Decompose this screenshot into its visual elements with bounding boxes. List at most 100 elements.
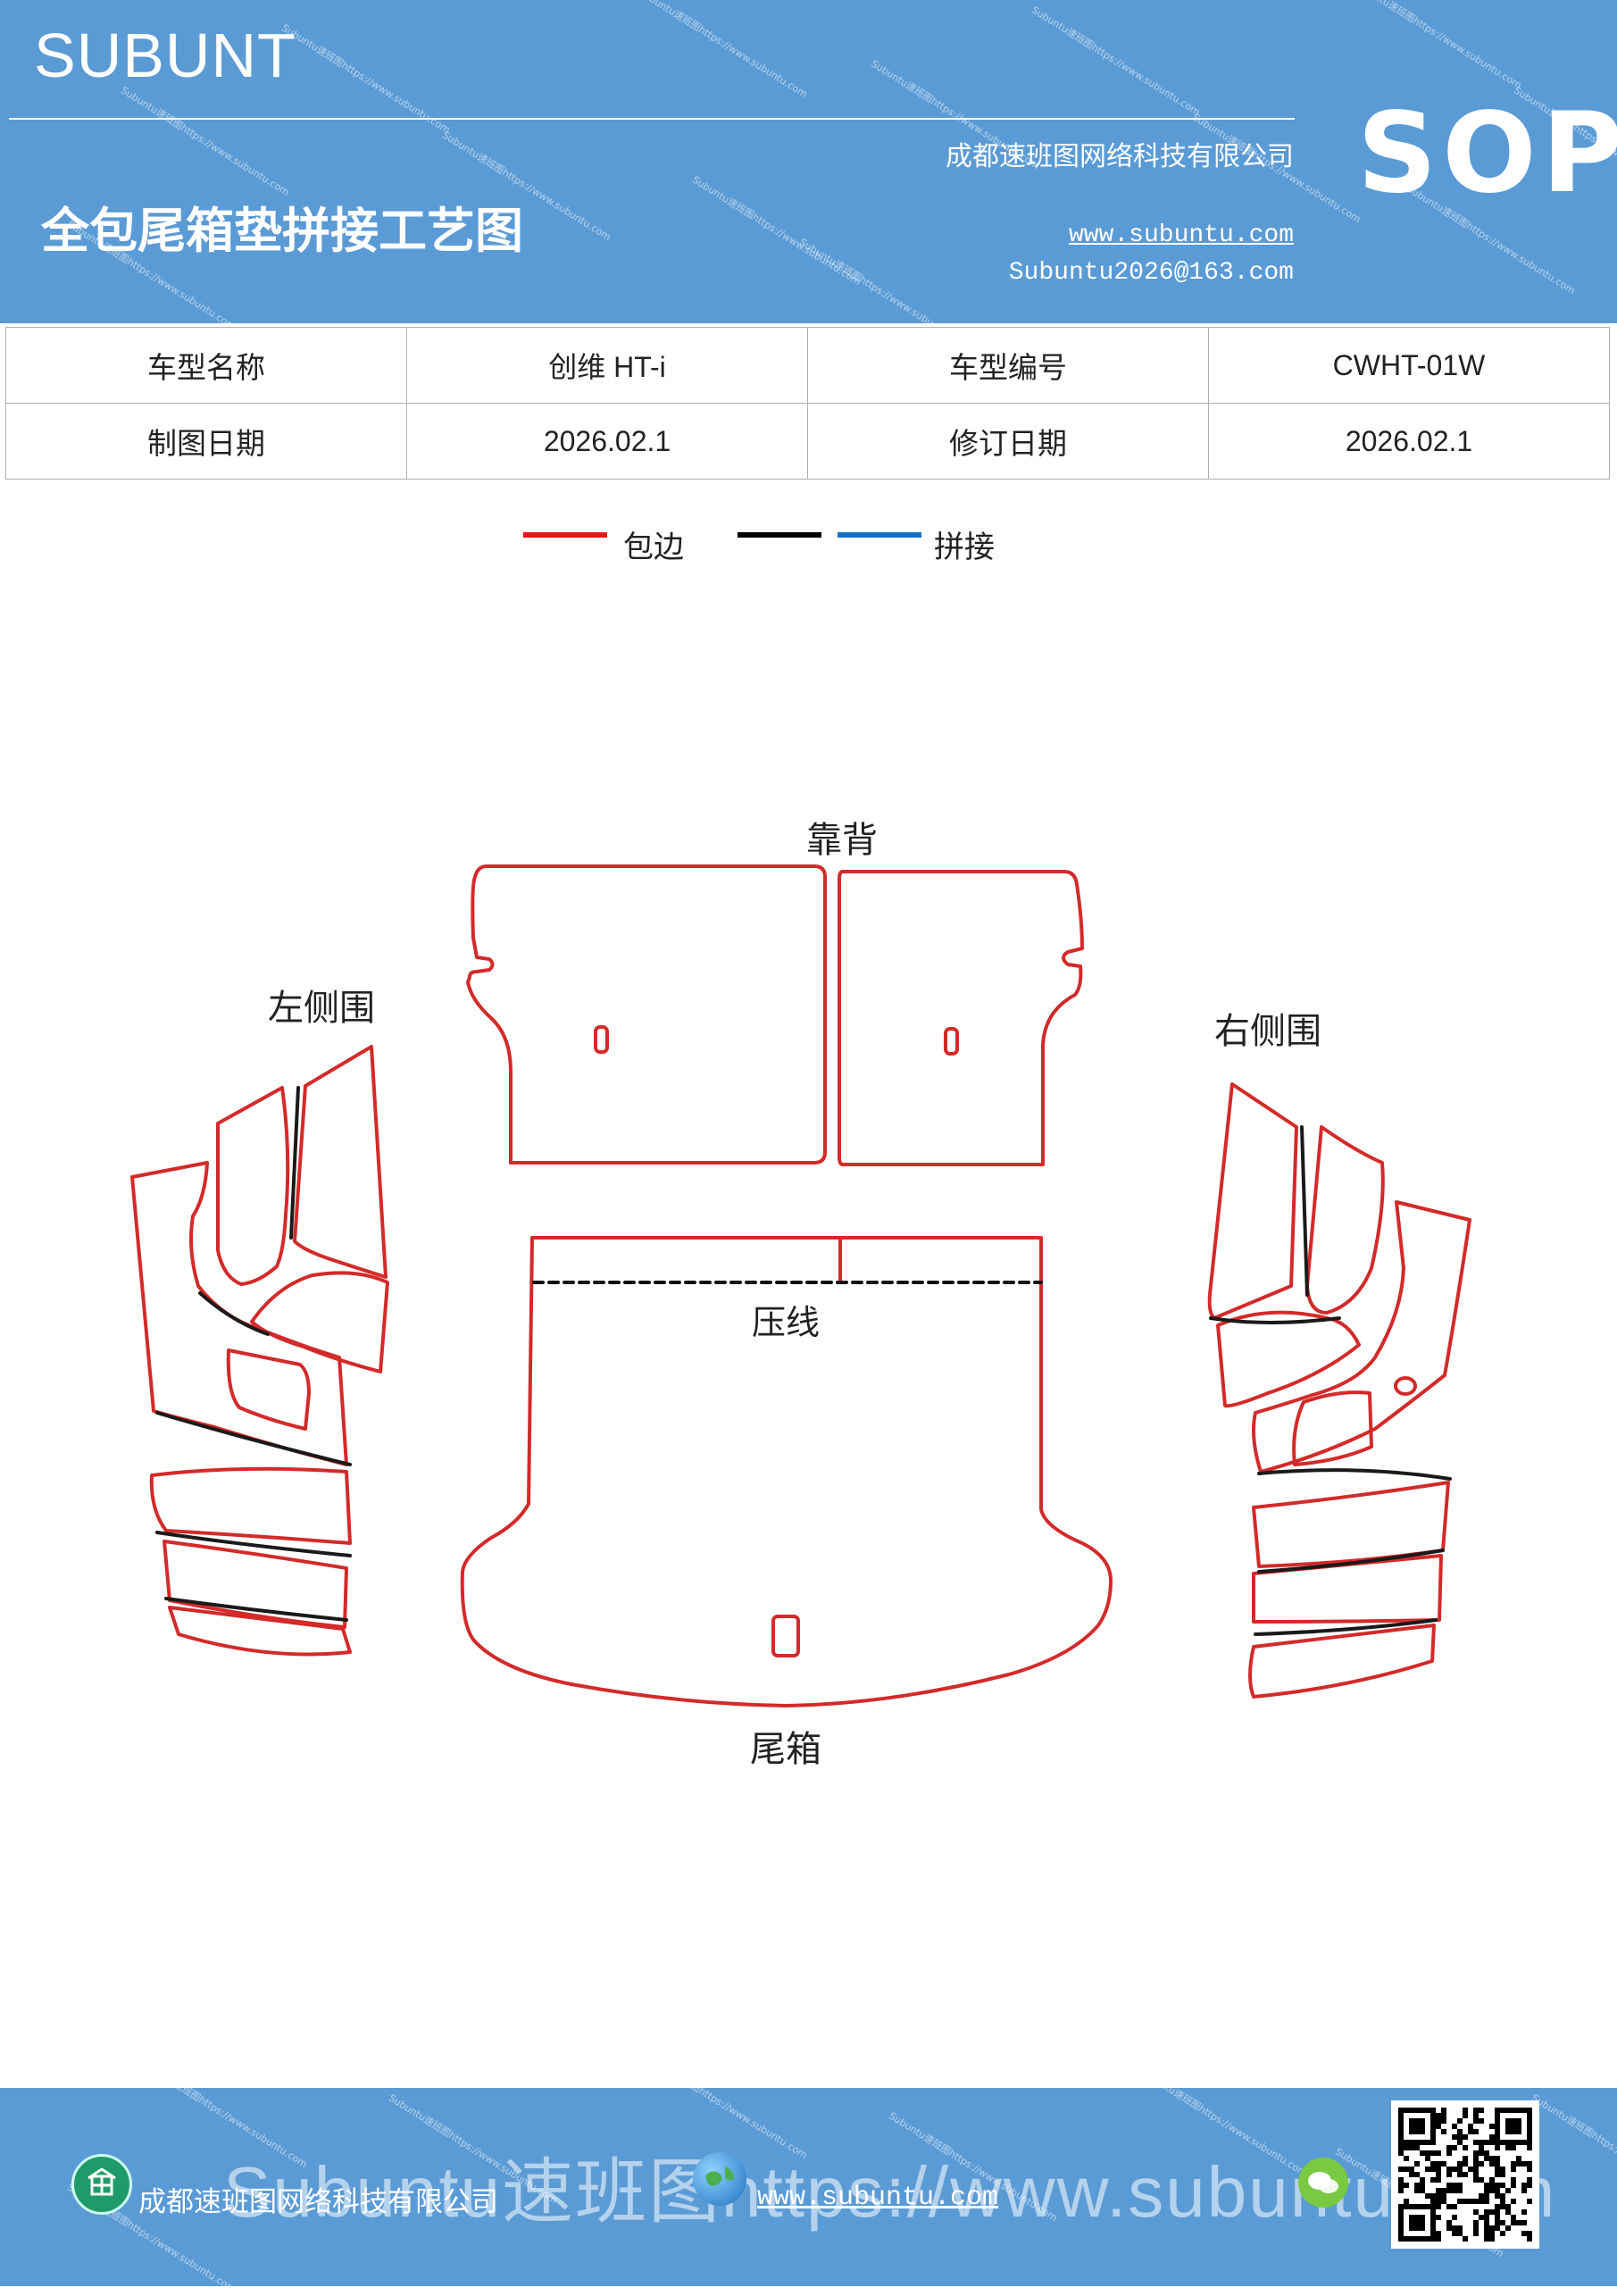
globe-icon: [693, 2152, 746, 2206]
qr-module: [1463, 2161, 1468, 2167]
qr-module: [1441, 2113, 1446, 2118]
qr-module: [1463, 2108, 1468, 2113]
qr-module: [1457, 2118, 1463, 2124]
qr-module: [1398, 2188, 1404, 2193]
qr-module: [1527, 2236, 1532, 2242]
qr-module: [1452, 2145, 1457, 2150]
qr-module: [1414, 2183, 1420, 2188]
backrest-left-slot: [594, 1025, 609, 1054]
website-link[interactable]: www.subuntu.com: [1068, 221, 1294, 249]
qr-module: [1441, 2129, 1446, 2134]
qr-module: [1420, 2140, 1425, 2145]
qr-module: [1527, 2145, 1532, 2150]
qr-module: [1463, 2113, 1468, 2118]
qr-module: [1495, 2145, 1500, 2150]
qr-module: [1500, 2183, 1505, 2188]
qr-module: [1414, 2188, 1420, 2193]
qr-module: [1500, 2199, 1505, 2204]
qr-module: [1430, 2161, 1436, 2167]
qr-module: [1398, 2108, 1404, 2113]
qr-module: [1441, 2118, 1446, 2124]
qr-module: [1457, 2167, 1463, 2172]
qr-module: [1452, 2225, 1457, 2231]
qr-module: [1479, 2215, 1484, 2220]
qr-module: [1495, 2188, 1500, 2193]
qr-module: [1495, 2209, 1500, 2215]
qr-module: [1489, 2156, 1495, 2161]
qr-module: [1430, 2167, 1436, 2172]
qr-module: [1463, 2236, 1468, 2242]
qr-module: [1398, 2177, 1404, 2183]
qr-module: [1489, 2231, 1495, 2236]
qr-module: [1425, 2236, 1430, 2242]
qr-module: [1527, 2118, 1532, 2124]
qr-module: [1495, 2134, 1500, 2140]
qr-module: [1420, 2118, 1425, 2124]
qr-module: [1521, 2220, 1527, 2225]
qr-module: [1420, 2236, 1425, 2242]
backrest-left-panel: [466, 864, 827, 1165]
qr-module: [1398, 2167, 1404, 2172]
qr-module: [1436, 2113, 1441, 2118]
qr-module: [1436, 2236, 1441, 2242]
label-right-side: 右侧围: [1214, 1011, 1321, 1052]
qr-module: [1479, 2118, 1484, 2124]
qr-module: [1473, 2220, 1479, 2225]
qr-module: [1430, 2225, 1436, 2231]
qr-module: [1495, 2172, 1500, 2177]
qr-module: [1436, 2150, 1441, 2156]
backrest-right-panel: [838, 870, 1084, 1166]
qr-module: [1484, 2150, 1489, 2156]
qr-module: [1420, 2215, 1425, 2220]
qr-module: [1505, 2108, 1511, 2113]
qr-module: [1495, 2124, 1500, 2129]
qr-module: [1414, 2236, 1420, 2242]
qr-module: [1441, 2188, 1446, 2193]
qr-module: [1463, 2172, 1468, 2177]
qr-module: [1511, 2199, 1516, 2204]
qr-module: [1484, 2140, 1489, 2145]
qr-module: [1409, 2124, 1414, 2129]
qr-module: [1430, 2113, 1436, 2118]
qr-module: [1489, 2236, 1495, 2242]
qr-module: [1436, 2167, 1441, 2172]
qr-module: [1495, 2167, 1500, 2172]
qr-module: [1452, 2204, 1457, 2209]
qr-module: [1521, 2161, 1527, 2167]
footer-website-link[interactable]: www.subuntu.com: [757, 2183, 999, 2213]
qr-module: [1457, 2188, 1463, 2193]
qr-module: [1473, 2150, 1479, 2156]
qr-module: [1457, 2199, 1463, 2204]
qr-module: [1473, 2113, 1479, 2118]
qr-module: [1489, 2225, 1495, 2231]
qr-module: [1398, 2150, 1404, 2156]
wechat-icon: [1298, 2158, 1348, 2208]
qr-module: [1495, 2113, 1500, 2118]
qr-module: [1430, 2124, 1436, 2129]
qr-module: [1500, 2220, 1505, 2225]
qr-module: [1436, 2199, 1441, 2204]
qr-module: [1430, 2108, 1436, 2113]
qr-module: [1473, 2225, 1479, 2231]
qr-module: [1473, 2156, 1479, 2161]
qr-module: [1484, 2193, 1489, 2199]
qr-module: [1489, 2209, 1495, 2215]
qr-module: [1409, 2236, 1414, 2242]
qr-module: [1398, 2183, 1404, 2188]
qr-module: [1479, 2145, 1484, 2150]
qr-module: [1484, 2156, 1489, 2161]
qr-module: [1511, 2220, 1516, 2225]
qr-module: [1430, 2118, 1436, 2124]
qr-module: [1457, 2172, 1463, 2177]
qr-module: [1500, 2108, 1505, 2113]
qr-module: [1446, 2183, 1452, 2188]
qr-module: [1398, 2231, 1404, 2236]
label-trunk: 尾箱: [750, 1729, 821, 1770]
qr-module: [1457, 2225, 1463, 2231]
qr-module: [1489, 2134, 1495, 2140]
qr-module: [1446, 2220, 1452, 2225]
qr-module: [1414, 2129, 1420, 2134]
qr-module: [1420, 2108, 1425, 2113]
qr-module: [1414, 2124, 1420, 2129]
